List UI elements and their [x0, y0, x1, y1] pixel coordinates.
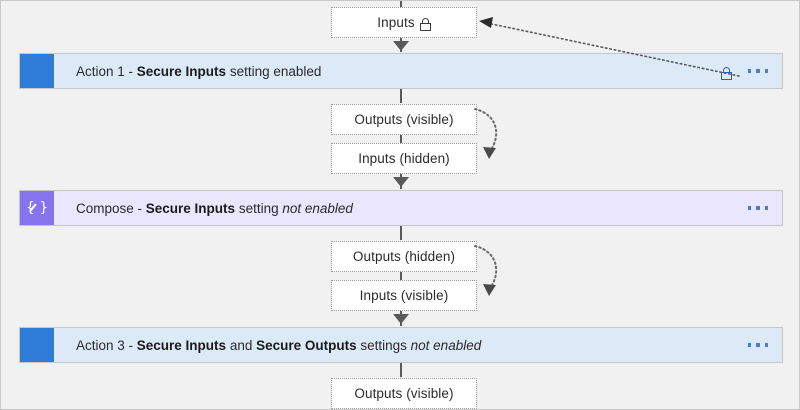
node-outputs-visible-1[interactable]: Outputs (visible) [331, 104, 477, 135]
action-row-action-1-label: Action 1 - Secure Inputs setting enabled [76, 64, 321, 79]
feedback-arrow-1 [474, 108, 498, 159]
connector-outputs2-to-inputs2 [400, 271, 402, 280]
compose-icon: { } [20, 191, 54, 225]
ellipsis-menu-icon[interactable] [747, 206, 768, 210]
compose-bold-1: Secure Inputs [145, 200, 236, 216]
action3-text-3: settings [356, 337, 411, 353]
action1-bold-1: Secure Inputs [136, 63, 227, 79]
node-outputs-hidden-2[interactable]: Outputs (hidden) [331, 241, 477, 272]
compose-text-2: setting [235, 200, 283, 216]
action3-bold-2: Secure Outputs [256, 337, 357, 353]
action-row-action-3-label: Action 3 - Secure Inputs and Secure Outp… [76, 338, 481, 353]
feedback-arrow-2 [474, 245, 498, 296]
lock-icon[interactable] [720, 66, 732, 80]
connector-action1-to-outputs1 [400, 89, 402, 103]
action3-italic-1: not enabled [410, 337, 482, 353]
action-row-action-3[interactable]: Action 3 - Secure Inputs and Secure Outp… [19, 327, 783, 363]
action-square-icon [20, 54, 54, 88]
action-row-compose-controls [747, 206, 783, 210]
connector-top-stub [400, 1, 402, 7]
arrowhead-to-compose [393, 177, 409, 187]
action-row-action-3-controls [747, 343, 783, 347]
connector-action3-to-outputs3 [400, 363, 402, 377]
ellipsis-menu-icon[interactable] [747, 343, 768, 347]
compose-glyph: { } [25, 200, 49, 216]
node-outputs-visible-3[interactable]: Outputs (visible) [331, 378, 477, 409]
ellipsis-menu-icon[interactable] [747, 69, 768, 73]
node-top-inputs[interactable]: Inputs [331, 7, 477, 38]
lock-icon [419, 18, 431, 31]
action-row-action-1[interactable]: Action 1 - Secure Inputs setting enabled [19, 53, 783, 89]
action1-text-2: setting enabled [226, 63, 322, 79]
node-inputs-hidden-1[interactable]: Inputs (hidden) [331, 143, 477, 174]
arrowhead-to-action3 [393, 314, 409, 324]
action3-bold-1: Secure Inputs [136, 337, 227, 353]
action3-text-2: and [226, 337, 257, 353]
action-row-compose-label: Compose - Secure Inputs setting not enab… [76, 201, 353, 216]
connector-outputs1-to-inputs1 [400, 134, 402, 143]
action-row-action-1-controls [716, 65, 783, 80]
node-outputs-visible-1-label: Outputs (visible) [354, 112, 454, 127]
node-inputs-hidden-1-label: Inputs (hidden) [358, 151, 450, 166]
node-inputs-visible-2[interactable]: Inputs (visible) [331, 280, 477, 311]
node-outputs-hidden-2-label: Outputs (hidden) [352, 249, 456, 264]
action-row-compose[interactable]: { } Compose - Secure Inputs setting not … [19, 190, 783, 226]
action-square-icon [20, 328, 54, 362]
action3-text-1: Action 3 - [76, 337, 137, 353]
node-inputs-visible-2-label: Inputs (visible) [359, 288, 449, 303]
compose-italic-1: not enabled [282, 200, 353, 216]
action1-text-1: Action 1 - [76, 63, 137, 79]
connector-compose-to-outputs2 [400, 226, 402, 240]
compose-text-1: Compose - [76, 200, 146, 216]
node-outputs-visible-3-label: Outputs (visible) [354, 386, 454, 401]
node-top-inputs-label: Inputs [377, 15, 415, 30]
arrowhead-to-action1 [393, 41, 409, 51]
